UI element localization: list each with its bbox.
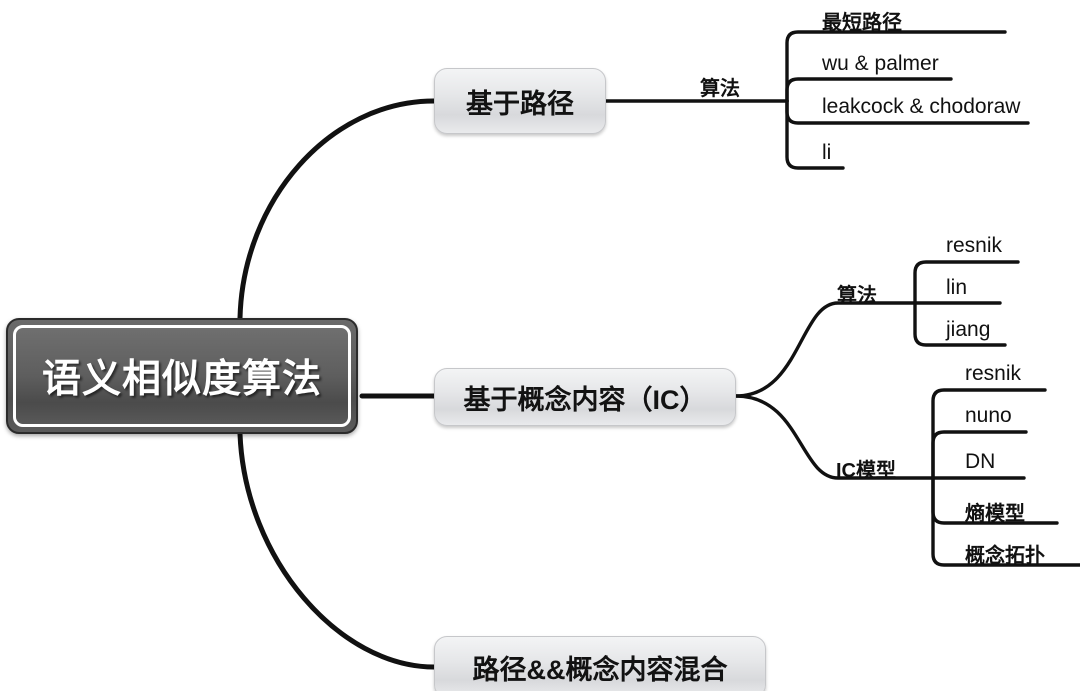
leaf-nuno: nuno: [965, 404, 1012, 427]
leaf-concept-topology: 概念拓扑: [965, 545, 1045, 567]
root-node-label: 语义相似度算法: [41, 358, 322, 401]
leaf-leakcock-chodoraw: leakcock & chodoraw: [822, 95, 1021, 118]
edge-root-to-path: [237, 98, 437, 321]
branch-node-information-content[interactable]: 基于概念内容（IC）: [434, 368, 736, 426]
root-node-inner: 语义相似度算法: [13, 325, 351, 427]
edge-label-ic-model: IC模型: [836, 460, 896, 482]
branch-node-hybrid[interactable]: 路径&&概念内容混合: [434, 636, 766, 691]
leaf-resnik-ic-model: resnik: [965, 362, 1022, 385]
leaf-entropy-model: 熵模型: [965, 503, 1025, 525]
root-node[interactable]: 语义相似度算法: [6, 318, 358, 434]
edge-ic-to-icmodel: [734, 394, 935, 480]
branch-node-information-content-label: 基于概念内容（IC）: [463, 384, 707, 415]
branch-node-path-based[interactable]: 基于路径: [434, 68, 606, 134]
leaf-dn: DN: [965, 450, 996, 473]
edge-ic-to-alg: [734, 301, 917, 398]
edge-label-path-algorithm: 算法: [700, 78, 740, 100]
leaf-wu-palmer: wu & palmer: [822, 52, 939, 75]
leaf-shortest-path: 最短路径: [822, 12, 902, 34]
leaf-li: li: [822, 141, 832, 164]
branch-node-hybrid-label: 路径&&概念内容混合: [472, 654, 728, 685]
branch-node-path-based-label: 基于路径: [466, 88, 574, 119]
leaf-lin: lin: [946, 276, 968, 299]
leaf-jiang: jiang: [946, 318, 991, 341]
leaf-resnik-algorithm: resnik: [946, 234, 1003, 257]
edge-root-to-mixed: [237, 431, 437, 670]
edge-label-ic-algorithm: 算法: [837, 285, 877, 307]
